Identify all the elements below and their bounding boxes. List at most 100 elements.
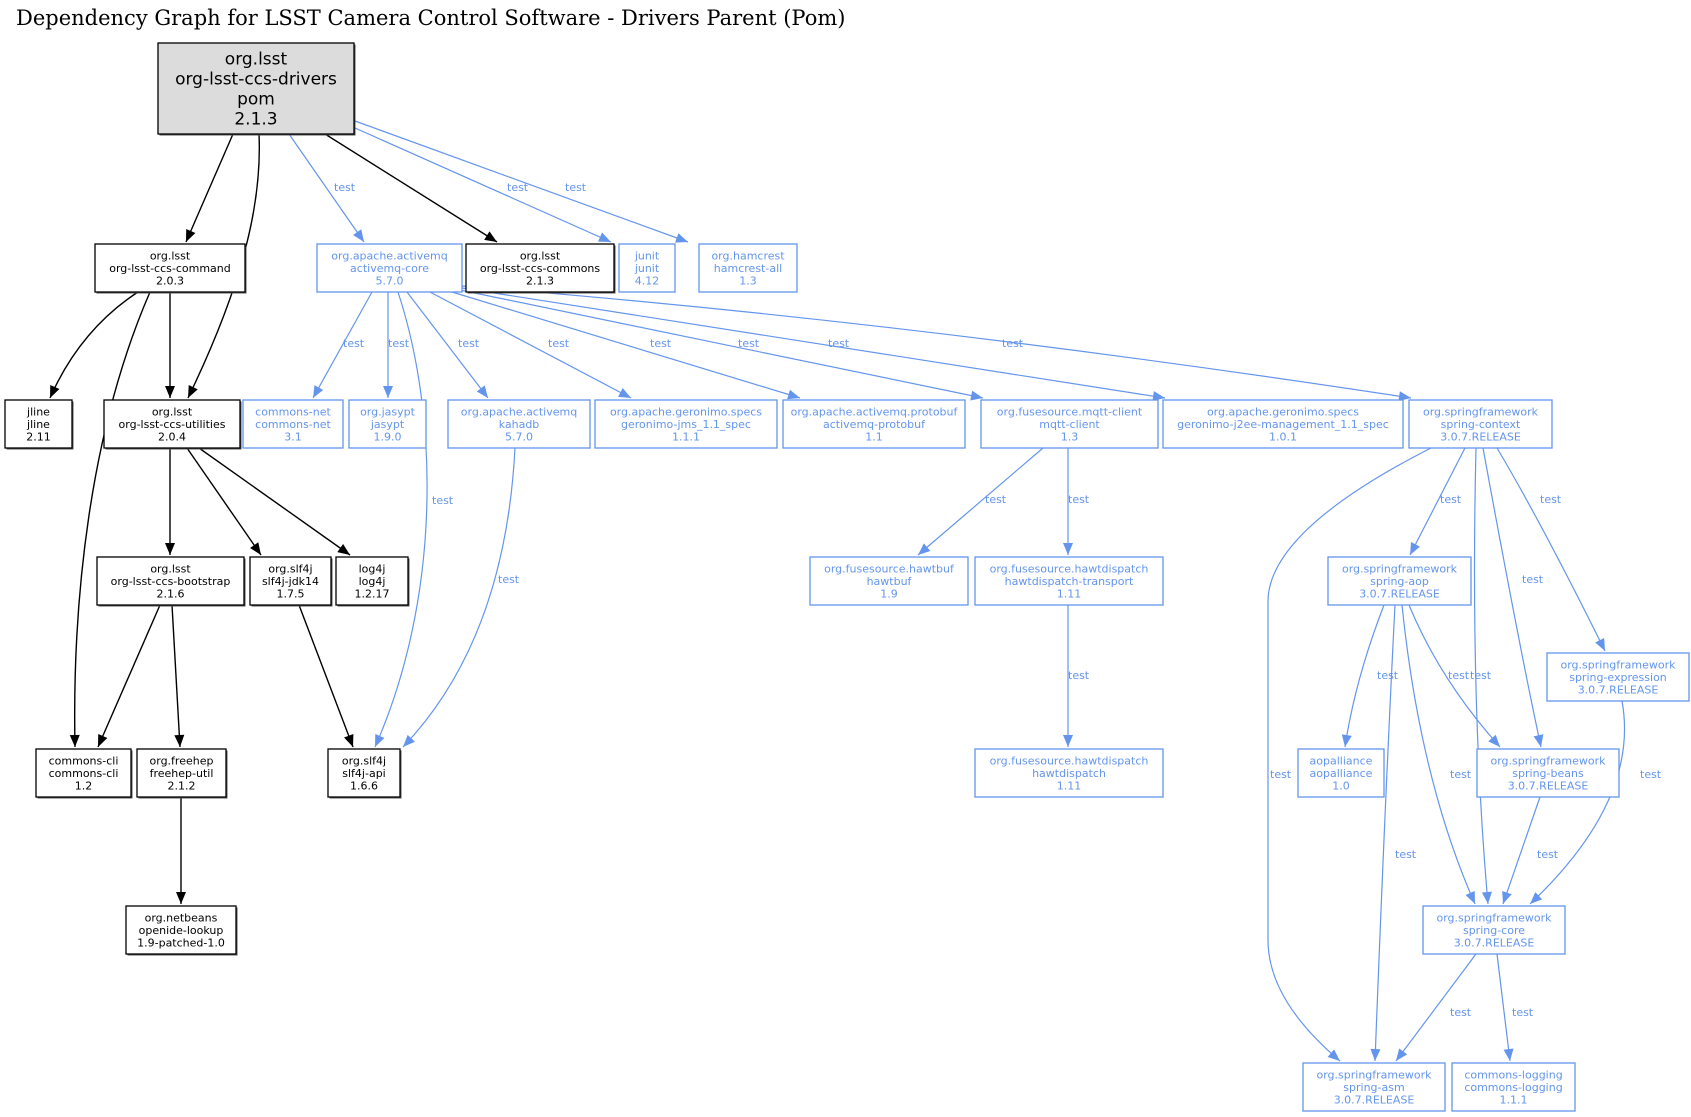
arrowhead-icon [476, 385, 488, 398]
edge-line [374, 291, 428, 748]
node-group-id: commons-cli [49, 754, 119, 767]
node-version: 4.12 [635, 274, 660, 287]
edge-label: test [1450, 768, 1472, 781]
node-version: 3.1 [284, 430, 302, 443]
node-geronimo-jms[interactable]: org.apache.geronimo.specsgeronimo-jms_1.… [594, 399, 778, 449]
node-artifact-id: commons-logging [1464, 1081, 1562, 1094]
node-group-id: org.netbeans [145, 911, 218, 924]
node-spring-expression[interactable]: org.springframeworkspring-expression3.0.… [1546, 652, 1690, 702]
edge-label: test [738, 337, 760, 350]
edge-activemq-core-to-geronimo-j2ee: test [461, 287, 1166, 402]
edge-utilities-to-log4j [198, 447, 351, 556]
edge-label: test [1640, 768, 1662, 781]
node-hawtdispatch-transport[interactable]: org.fusesource.hawtdispatchhawtdispatch-… [974, 556, 1164, 606]
node-artifact-id: commons-net [255, 418, 331, 431]
edge-label: test [432, 494, 454, 507]
edge-label: test [1450, 1006, 1472, 1019]
node-box [1422, 905, 1566, 955]
node-artifact-id: aopalliance [1310, 767, 1373, 780]
arrowhead-icon [176, 892, 186, 904]
node-box [1546, 652, 1690, 702]
edge-label: test [1470, 669, 1492, 682]
node-version: 1.6.6 [350, 779, 378, 792]
node-spring-beans[interactable]: org.springframeworkspring-beans3.0.7.REL… [1476, 748, 1620, 798]
node-hawtdispatch[interactable]: org.fusesource.hawtdispatchhawtdispatch1… [974, 748, 1164, 798]
edge-spring-aop-to-spring-core: test [1401, 604, 1476, 905]
edge-line [451, 291, 801, 399]
edge-kahadb-to-slf4j-api: test [402, 447, 520, 748]
node-artifact-id: spring-beans [1512, 767, 1584, 780]
edge-line [429, 291, 632, 399]
node-spring-core[interactable]: org.springframeworkspring-core3.0.7.RELE… [1422, 905, 1566, 955]
node-version: 1.11 [1057, 587, 1082, 600]
node-spring-aop[interactable]: org.springframeworkspring-aop3.0.7.RELEA… [1327, 556, 1472, 606]
edge-root-to-commons [324, 133, 498, 243]
node-box [157, 42, 355, 135]
node-artifact-id: junit [634, 262, 660, 275]
edge-activemq-core-to-commons-net: test [312, 291, 373, 399]
node-group-id: org.hamcrest [711, 249, 785, 262]
edge-line [1473, 447, 1489, 905]
node-box [698, 243, 798, 293]
node-artifact-id: org-lsst-ccs-utilities [119, 418, 226, 431]
arrowhead-icon [174, 734, 185, 747]
node-geronimo-j2ee[interactable]: org.apache.geronimo.specsgeronimo-j2ee-m… [1162, 399, 1404, 449]
edge-spring-context-to-spring-beans: test [1482, 447, 1544, 748]
edge-line [354, 120, 689, 243]
edge-activemq-core-to-kahadb: test [406, 291, 489, 399]
node-openide-lookup[interactable]: org.netbeansopenide-lookup1.9-patched-1.… [125, 905, 238, 956]
node-version: 1.2 [75, 779, 93, 792]
edge-line [324, 133, 498, 243]
edge-label: test [548, 337, 570, 350]
arrowhead-icon [344, 734, 354, 747]
node-artifact-id: spring-aop [1370, 575, 1429, 588]
edge-line [406, 291, 489, 399]
node-version: 3.0.7.RELEASE [1508, 779, 1589, 792]
node-artifact-id: log4j [359, 575, 386, 588]
node-version: 1.11 [1057, 779, 1082, 792]
edge-command-to-utilities [165, 292, 175, 398]
node-artifact-id: slf4j-api [342, 767, 385, 780]
node-activemq-protobuf[interactable]: org.apache.activemq.protobufactivemq-pro… [782, 399, 966, 449]
node-version: 1.9 [880, 587, 898, 600]
node-version: 1.0 [1332, 779, 1350, 792]
edge-line [1395, 953, 1477, 1062]
node-box [1476, 748, 1620, 798]
node-artifact-id: openide-lookup [139, 924, 224, 937]
node-artifact-id: spring-expression [1569, 671, 1667, 684]
arrowhead-icon [69, 734, 80, 747]
edge-line [1482, 447, 1542, 748]
edge-spring-context-to-spring-asm: test [1267, 447, 1432, 1062]
arrowhead-icon [188, 385, 198, 398]
edge-line [1502, 796, 1541, 905]
arrowhead-icon [98, 734, 108, 747]
edge-line [185, 133, 234, 243]
edge-line [402, 447, 516, 748]
node-spring-asm[interactable]: org.springframeworkspring-asm3.0.7.RELEA… [1302, 1062, 1446, 1112]
node-artifact-id: activemq-core [350, 262, 429, 275]
node-spring-context[interactable]: org.springframeworkspring-context3.0.7.R… [1408, 399, 1553, 449]
